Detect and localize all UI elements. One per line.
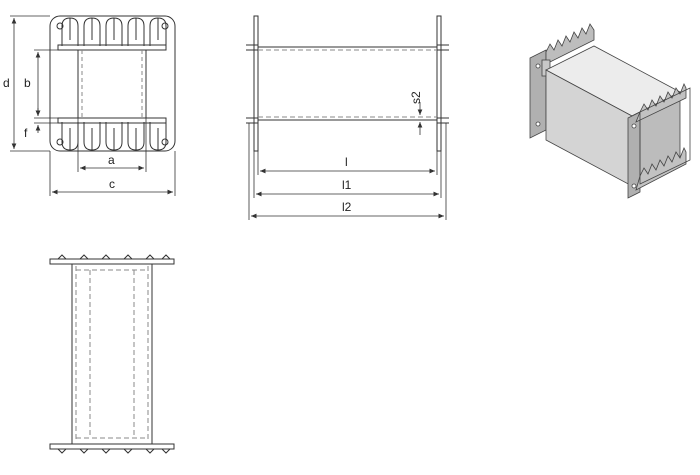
iso-front-flange <box>627 83 691 199</box>
label-l1: l1 <box>342 178 352 192</box>
top-view-upper-flange <box>49 258 175 265</box>
front-view <box>49 15 176 152</box>
side-view <box>246 15 449 152</box>
top-view-body <box>71 263 153 445</box>
side-right-flange <box>436 15 442 152</box>
isometric-view <box>529 23 691 199</box>
front-flange-outline <box>49 15 176 152</box>
front-dimensions <box>10 15 176 196</box>
label-c: c <box>109 177 115 191</box>
side-left-flange <box>253 15 259 152</box>
iso-back-flange <box>529 23 595 139</box>
front-core <box>77 49 147 119</box>
top-view-lower-flange <box>49 443 175 450</box>
label-a: a <box>108 153 115 167</box>
bottom-comb <box>61 122 167 151</box>
label-l: l <box>345 155 348 169</box>
label-f: f <box>24 126 28 140</box>
top-view <box>49 254 175 454</box>
label-s2: s2 <box>409 91 423 104</box>
side-dimensions <box>248 102 447 220</box>
label-d: d <box>3 76 10 90</box>
top-comb <box>61 17 167 46</box>
label-l2: l2 <box>342 200 352 214</box>
label-b: b <box>24 76 31 90</box>
